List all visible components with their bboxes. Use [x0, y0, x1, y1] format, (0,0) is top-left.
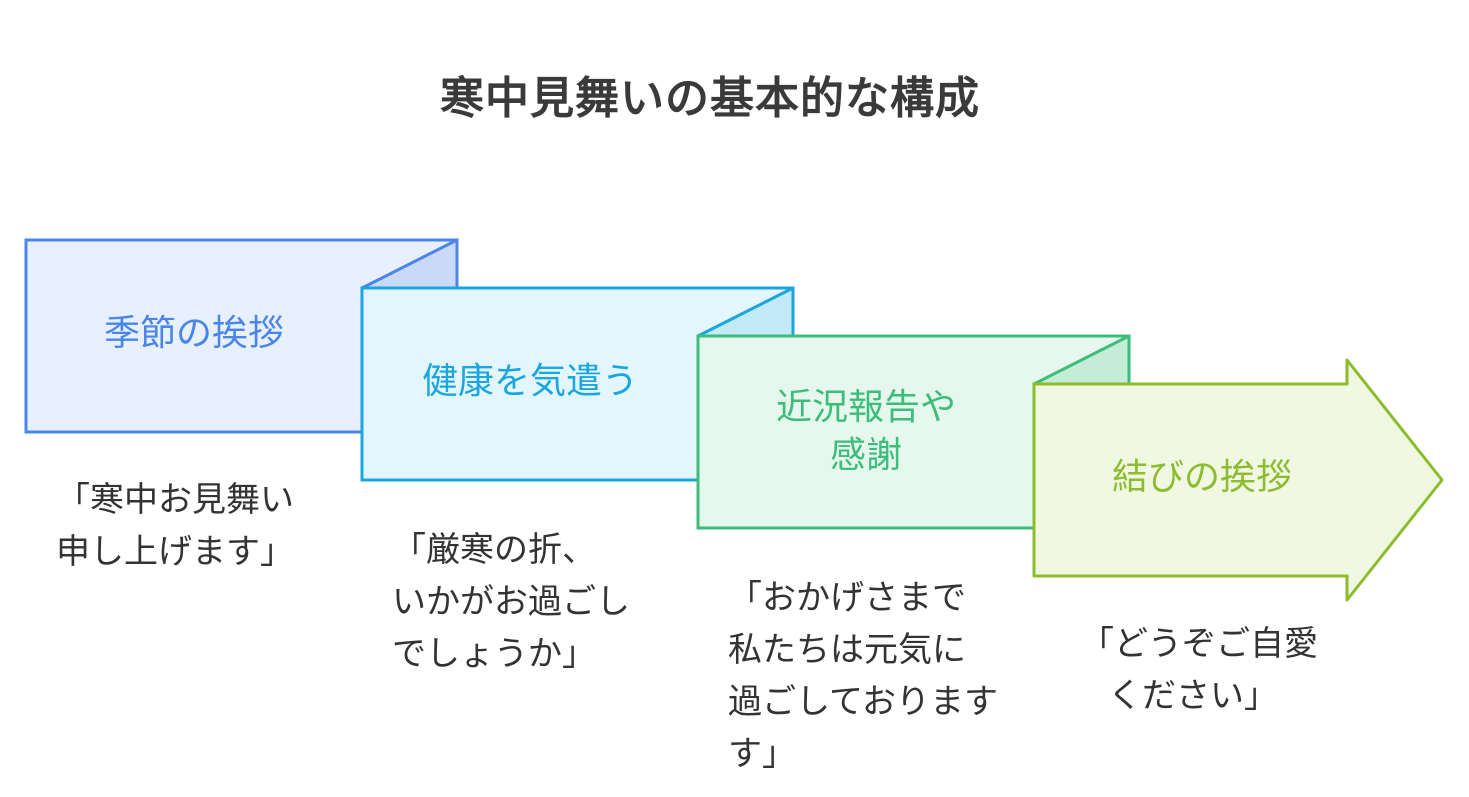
step-2-desc-line-3: でしょうか」 — [392, 634, 596, 674]
step-4-arrow — [1032, 358, 1444, 602]
step-3-label-line-1: 近況報告や — [775, 387, 956, 428]
step-2-label-line: 健康を気遣う — [421, 361, 638, 402]
step-2-description: 「厳寒の折、 いかがお過ごし でしょうか」 — [392, 524, 630, 680]
step-3-description: 「おかげさまで 私たちは元気に 過ごしております す」 — [728, 572, 998, 780]
step-1-label: 季節の挨拶 — [26, 310, 362, 358]
step-2-desc-line-1: 「厳寒の折、 — [392, 530, 596, 570]
step-1-desc-line-1: 「寒中お見舞い — [56, 480, 294, 520]
step-2-desc-line-2: いかがお過ごし — [392, 582, 630, 622]
step-3-shape — [696, 334, 1131, 530]
step-4-desc-line-2: ください」 — [1108, 676, 1278, 716]
step-4-desc-line-1: 「どうぞご自愛 — [1080, 624, 1318, 664]
step-3-label: 近況報告や 感謝 — [698, 384, 1034, 480]
step-1-description: 「寒中お見舞い 申し上げます」 — [56, 474, 294, 578]
step-4-description: 「どうぞご自愛 ください」 — [1080, 618, 1318, 722]
step-4-label: 結びの挨拶 — [1034, 454, 1370, 502]
step-1-label-line: 季節の挨拶 — [103, 313, 284, 354]
step-3-desc-line-2: 私たちは元気に — [728, 630, 966, 670]
step-3-label-line-2: 感謝 — [829, 435, 902, 476]
step-1-desc-line-2: 申し上げます」 — [56, 532, 294, 572]
step-3-desc-line-1: 「おかげさまで — [728, 578, 966, 618]
diagram-title: 寒中見舞いの基本的な構成 — [440, 73, 980, 124]
step-4-label-line: 結びの挨拶 — [1111, 457, 1292, 498]
step-3-desc-line-4: す」 — [728, 734, 796, 774]
step-3-desc-line-3: 過ごしております — [728, 682, 998, 722]
step-2-label: 健康を気遣う — [362, 358, 698, 406]
